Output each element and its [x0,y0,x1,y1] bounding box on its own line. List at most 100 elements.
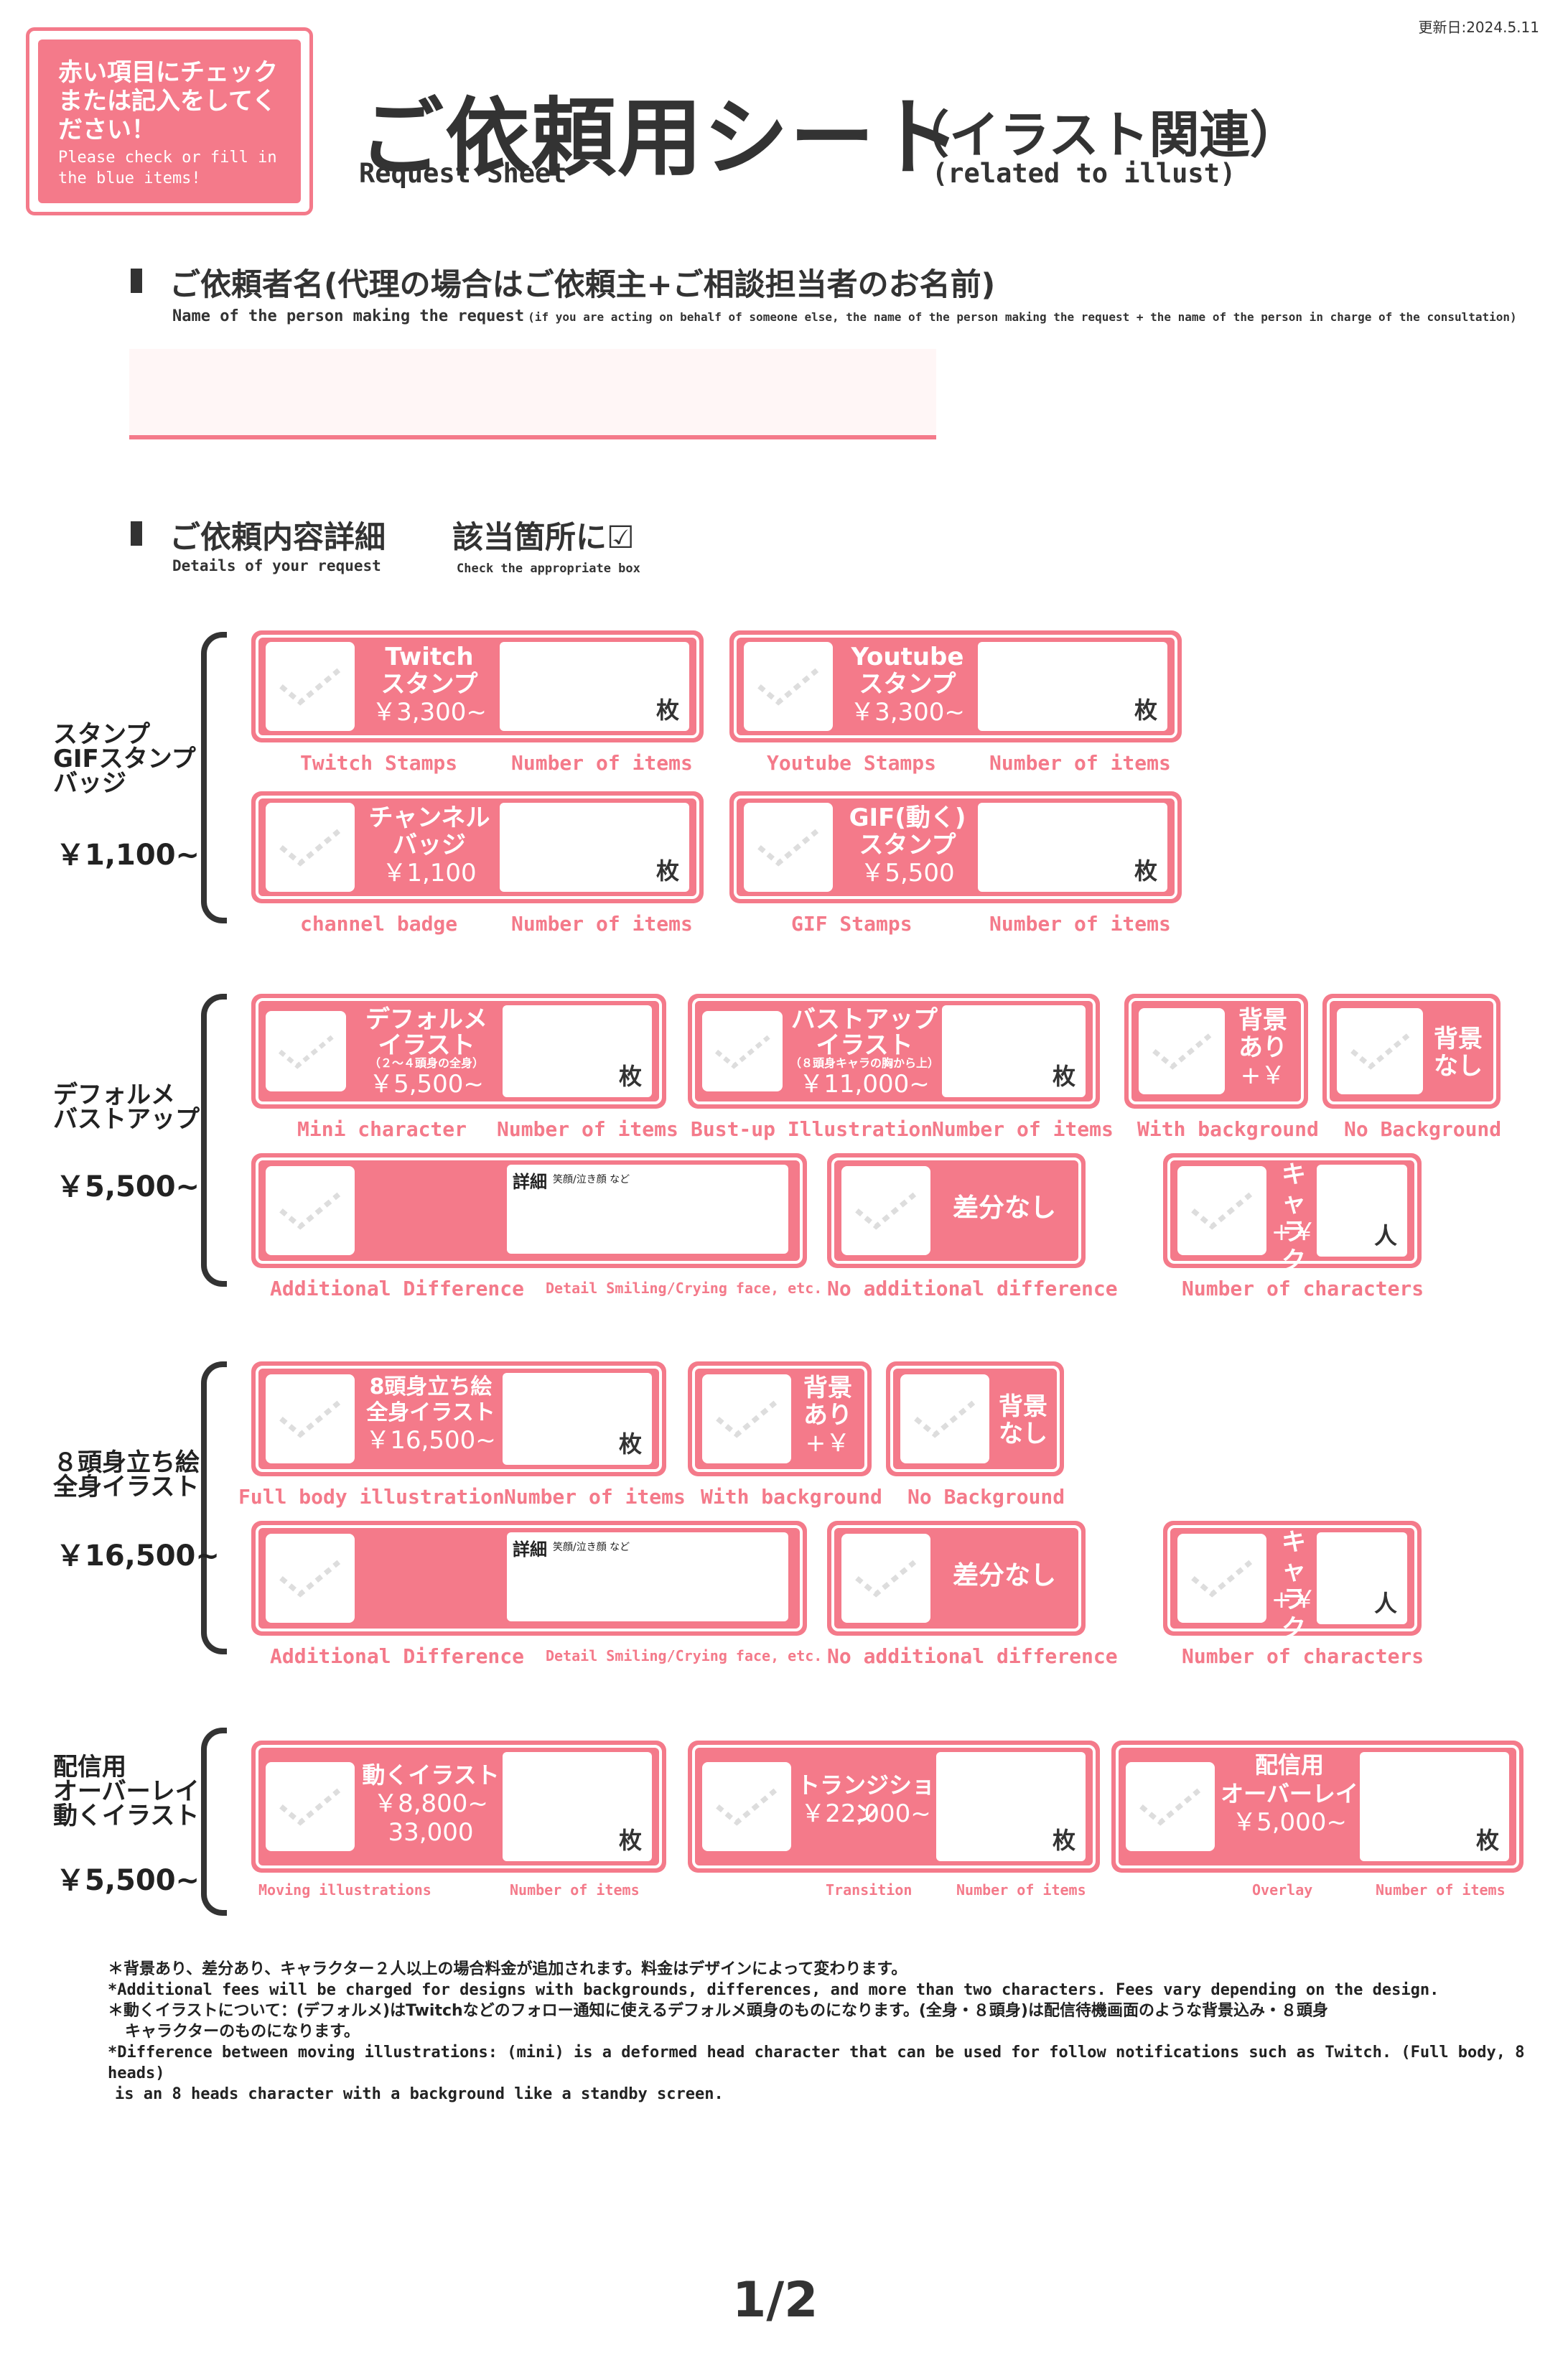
notice-jp: 赤い項目にチェックまたは記入をしてください！ [58,58,278,144]
deform-bust-card-count-input[interactable] [942,1005,1086,1097]
full-body-card-checkbox[interactable] [266,1374,355,1463]
full-chars-card-count-input[interactable] [1317,1532,1407,1624]
twitch-stamp-card-frame [256,635,699,738]
full-body-card-count-input[interactable] [503,1373,652,1465]
youtube-stamp-card-caption2: Number of items [989,751,1171,775]
deform-bust-card-checkbox[interactable] [702,1011,783,1091]
check-mark-icon [716,1788,778,1826]
transition-card-count-input[interactable] [936,1752,1086,1861]
deform-chars-card-unit: 人 [1373,1222,1397,1249]
gif-stamp-card-checkbox[interactable] [744,803,833,892]
youtube-stamp-card-price: ￥3,300~ [850,698,965,727]
overlay-card-title: 配信用 オーバーレイ [1221,1751,1358,1807]
channel-badge-card-title: チャンネル バッジ [368,803,490,860]
twitch-stamp-card-count-input[interactable] [500,642,689,731]
overlay-card-checkbox[interactable] [1126,1762,1215,1851]
deform-bg-yes-card-price: +￥ [1240,1061,1286,1090]
detail-label: 詳細 [513,1539,547,1560]
note-line: ＊背景あり、差分あり、キャラクター２人以上の場合料金が追加されます。料金はデザイ… [108,1960,907,1978]
transition-card-caption: Transition [826,1881,913,1899]
moving-illust-card-title: 動くイラスト [362,1761,500,1789]
details-heading-en: Details of your request [172,557,381,574]
full-chars-card-unit: 人 [1373,1590,1397,1617]
twitch-stamp-card-unit: 枚 [655,697,679,724]
overlay-card-frame [1116,1745,1519,1868]
full-body-card: 8頭身立ち絵 全身イラスト￥16,500~枚 [251,1361,666,1476]
moving-illust-card-unit: 枚 [618,1827,642,1854]
check-mark-icon [1191,1560,1253,1598]
notice-en: Please check or fill in the blue items! [58,149,277,187]
youtube-stamp-card-count-input[interactable] [978,642,1167,731]
deform-mini-card-checkbox[interactable] [266,1011,346,1091]
deform-diff-yes-card-checkbox[interactable] [266,1166,355,1255]
section-marker [131,521,142,546]
gif-stamp-card-count-input[interactable] [978,803,1167,892]
full-chars-card-checkbox[interactable] [1177,1534,1266,1623]
deform-chars-card-count-input[interactable] [1317,1165,1407,1257]
note-line: ＊動くイラストについて：(デフォルメ)はTwitchなどのフォロー通知に使えるデ… [108,2002,1328,2020]
moving-illust-card-frame [256,1745,662,1868]
check-mark-icon [757,829,819,867]
moving-illust-card-price: ￥8,800~ 33,000 [373,1789,488,1847]
page-title: ご依頼用シート [359,88,963,187]
detail-note: 笑顔/泣き顔 など [553,1174,630,1186]
youtube-stamp-card-checkbox[interactable] [744,642,833,731]
deform-bg-no-card-checkbox[interactable] [1337,1008,1423,1094]
check-mark-icon [855,1560,917,1598]
check-mark-icon [1139,1788,1201,1826]
moving-illust-card-count-input[interactable] [503,1752,652,1861]
check-mark-icon [279,668,341,706]
transition-card-caption2: Number of items [956,1881,1086,1899]
moving-illust-card-checkbox[interactable] [266,1762,355,1851]
name-heading-en-note: (if you are acting on behalf of someone … [528,310,1517,324]
deform-bg-no-card-title: 背景 なし [1434,1025,1483,1081]
gif-stamp-card-caption: GIF Stamps [791,912,913,936]
overlay-card-caption: Overlay [1252,1881,1313,1899]
name-heading: ご依頼者名(代理の場合はご依頼主+ご相談担当者のお名前) [169,267,996,303]
gif-stamp-card-title: GIF(動く) スタンプ [849,803,966,860]
deform-bust-card-caption2: Number of items [932,1117,1114,1141]
channel-badge-card-count-input[interactable] [500,803,689,892]
deform-chars-card-caption: Number of characters [1182,1277,1424,1300]
detail-caption: Detail Smiling/Crying face, etc. [546,1647,823,1664]
full-diff-yes-card-checkbox[interactable] [266,1534,355,1623]
deform-bg-yes-card-checkbox[interactable] [1139,1008,1225,1094]
deform-mini-card-title: デフォルメ イラスト [365,1005,487,1060]
requester-name-field[interactable] [129,349,936,439]
youtube-stamp-card-frame [734,635,1177,738]
transition-card-unit: 枚 [1052,1827,1075,1854]
full-bg-yes-card-checkbox[interactable] [702,1374,791,1463]
moving-illust-card-caption2: Number of items [510,1881,640,1899]
name-heading-en-bold: Name of the person making the request [172,307,525,325]
twitch-stamp-card-price: ￥3,300~ [372,698,487,727]
detail-input[interactable]: 詳細笑顔/泣き顔 など [507,1165,788,1254]
check-mark-icon [716,1400,778,1438]
full-bg-no-card-checkbox[interactable] [900,1374,989,1463]
full-body-card-unit: 枚 [618,1430,642,1458]
channel-badge-card-unit: 枚 [655,857,679,885]
bracket [201,632,227,923]
twitch-stamp-card-checkbox[interactable] [266,642,355,731]
overlay-card-count-input[interactable] [1360,1752,1509,1861]
deform-diff-no-card-checkbox[interactable] [841,1166,930,1255]
channel-badge-card-checkbox[interactable] [266,803,355,892]
full-chars-card-title: キャラクター 人数 [1282,1528,1306,1758]
deform-bg-no-card-caption: No Background [1344,1117,1502,1141]
full-diff-no-card-checkbox[interactable] [841,1534,930,1623]
full-bg-yes-card-frame [692,1366,867,1472]
transition-card-checkbox[interactable] [702,1762,791,1851]
footnotes: ＊背景あり、差分あり、キャラクター２人以上の場合料金が追加されます。料金はデザイ… [108,1959,1568,2105]
channel-badge-card-caption: channel badge [300,912,458,936]
deform-mini-card-count-input[interactable] [503,1005,652,1097]
deform-chars-card-title: キャラクター 人数 [1282,1160,1306,1390]
category-price-deform: ￥5,500~ [56,1170,200,1203]
deform-diff-no-card: 差分なし [827,1153,1086,1268]
deform-chars-card-checkbox[interactable] [1177,1166,1266,1255]
detail-caption: Detail Smiling/Crying face, etc. [546,1280,823,1297]
deform-chars-card: キャラクター 人数+￥人 [1163,1153,1422,1390]
youtube-stamp-card: Youtube スタンプ￥3,300~枚 [729,630,1182,742]
detail-input[interactable]: 詳細笑顔/泣き顔 など [507,1532,788,1621]
deform-bg-yes-card-frame [1129,998,1304,1104]
